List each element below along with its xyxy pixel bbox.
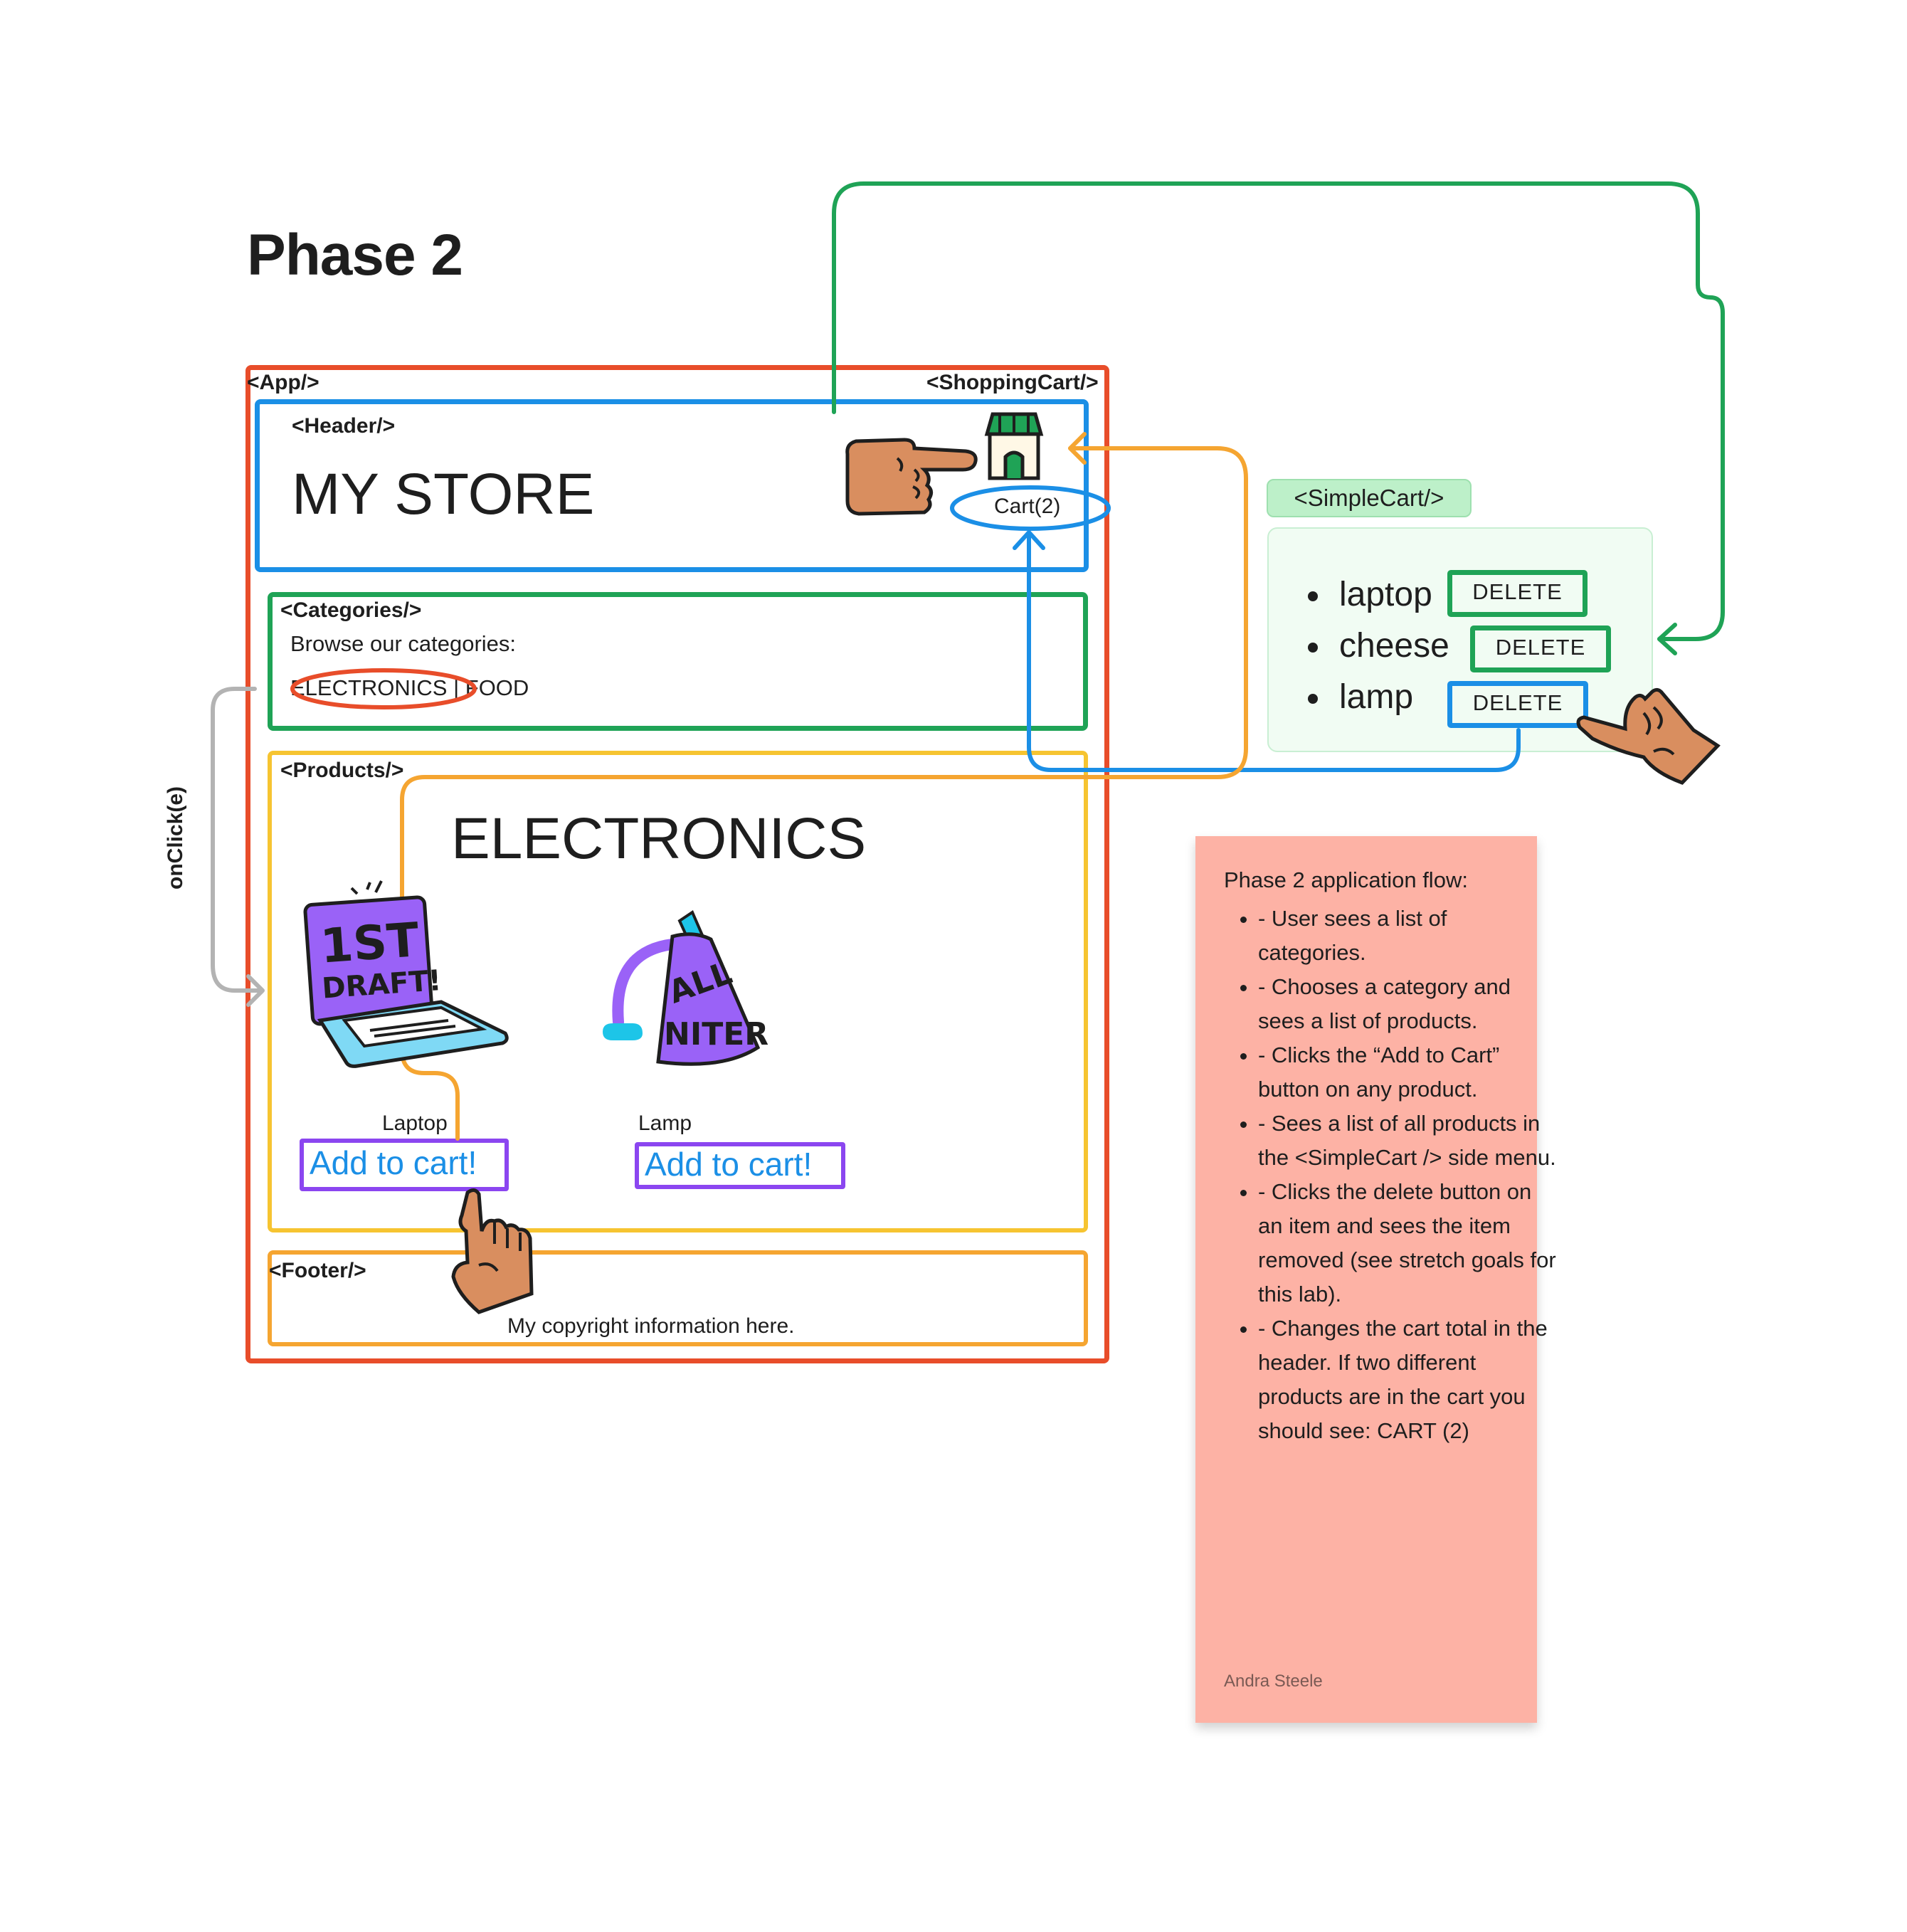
store-title: MY STORE <box>292 462 595 527</box>
note-bullet: - Chooses a category and sees a list of … <box>1258 970 1557 1038</box>
note-author: Andra Steele <box>1224 1672 1323 1691</box>
products-component-box <box>268 751 1088 1232</box>
products-tag: <Products/> <box>280 759 404 782</box>
app-tag: <App/> <box>247 371 319 394</box>
note-title: Phase 2 application flow: <box>1224 867 1468 892</box>
delete-lamp-button[interactable]: DELETE <box>1447 681 1588 728</box>
sticky-note: Phase 2 application flow: - User sees a … <box>1195 836 1556 1723</box>
connector-header-to-simplecart <box>832 181 1725 641</box>
categories-prompt: Browse our categories: <box>290 631 517 656</box>
note-bullet: - Changes the cart total in the header. … <box>1258 1311 1557 1448</box>
connector-onclick <box>211 687 263 993</box>
note-bullet: - User sees a list of categories. <box>1258 902 1557 970</box>
add-to-cart-lamp-button[interactable]: Add to cart! <box>635 1142 845 1189</box>
finger-up-hand-icon <box>451 1188 534 1314</box>
shopping-cart-tag: <ShoppingCart/> <box>926 371 1099 394</box>
cart-link[interactable]: Cart(2) <box>994 495 1061 518</box>
connector-addtocart-to-header <box>400 446 1248 1141</box>
bullet-dot <box>1308 643 1318 653</box>
lamp-sticker-bottom-text: NITER <box>664 1016 768 1052</box>
footer-component-box <box>268 1250 1088 1346</box>
arrowhead <box>246 974 265 1007</box>
add-to-cart-laptop-button[interactable]: Add to cart! <box>300 1139 509 1191</box>
hang-loose-hand-icon <box>1576 687 1721 785</box>
header-tag: <Header/> <box>292 414 396 438</box>
bullet-dot <box>1308 694 1318 704</box>
arrowhead <box>1068 432 1087 465</box>
lamp-sticker-icon: ALL NITER <box>602 910 768 1066</box>
note-bullets: - User sees a list of categories. - Choo… <box>1224 902 1557 1448</box>
note-bullet: - Clicks the delete button on an item an… <box>1258 1175 1557 1311</box>
pointing-hand-icon <box>845 438 978 516</box>
electronics-highlight-ellipse <box>290 668 477 709</box>
cart-item-lamp: lamp <box>1308 677 1413 717</box>
product-name-lamp: Lamp <box>638 1112 692 1135</box>
copyright-text: My copyright information here. <box>507 1314 795 1338</box>
delete-laptop-button[interactable]: DELETE <box>1447 570 1588 617</box>
app-component-box <box>245 365 1109 1363</box>
arrowhead <box>1657 623 1677 655</box>
note-bullet: - Clicks the “Add to Cart” button on any… <box>1258 1038 1557 1107</box>
cart-highlight-ellipse <box>950 485 1111 531</box>
note-bullet: - Sees a list of all products in the <Si… <box>1258 1107 1557 1175</box>
cart-item-label: laptop <box>1339 576 1432 613</box>
footer-tag: <Footer/> <box>269 1259 366 1282</box>
products-heading: ELECTRONICS <box>451 806 867 871</box>
laptop-sticker-top-text: 1ST <box>319 912 421 973</box>
header-component-box <box>255 399 1089 572</box>
page-title: Phase 2 <box>247 223 463 287</box>
product-name-laptop: Laptop <box>382 1112 448 1135</box>
bullet-dot <box>1308 591 1318 602</box>
laptop-sticker-icon: 1ST DRAFT! <box>303 880 509 1068</box>
delete-cheese-button[interactable]: DELETE <box>1470 625 1611 672</box>
storefront-icon <box>984 412 1044 480</box>
categories-tag: <Categories/> <box>280 598 422 622</box>
simple-cart-tag: <SimpleCart/> <box>1267 479 1472 517</box>
cart-item-label: lamp <box>1339 678 1414 716</box>
cart-item-label: cheese <box>1339 627 1449 665</box>
arrowhead <box>1013 530 1045 550</box>
category-links[interactable]: ELECTRONICS | FOOD <box>290 675 529 700</box>
categories-component-box <box>268 592 1088 731</box>
connector-delete-to-cart <box>1027 532 1521 772</box>
cart-item-laptop: laptop <box>1308 575 1432 614</box>
cart-item-cheese: cheese <box>1308 626 1449 665</box>
